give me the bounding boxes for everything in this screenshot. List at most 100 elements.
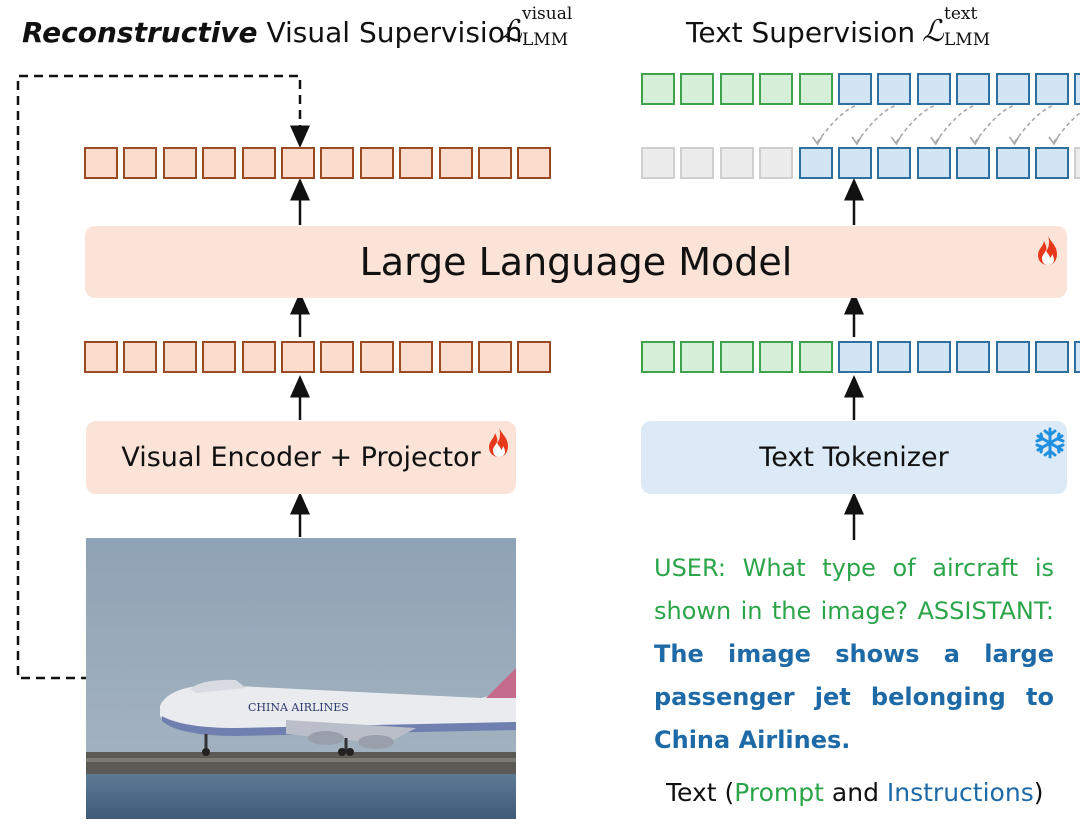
- shift-arrow-head: [890, 136, 902, 146]
- shift-arrow: [935, 105, 974, 143]
- visual-output-token: [202, 147, 237, 179]
- text-output-token: [719, 147, 754, 179]
- text-input-token: [995, 341, 1030, 373]
- shift-arrow: [1013, 105, 1053, 143]
- text-output-token: [759, 147, 794, 179]
- text-input-token: [956, 341, 991, 373]
- text-output-token: [641, 147, 675, 179]
- shift-arrow: [856, 105, 895, 143]
- text-output-token: [877, 147, 912, 179]
- caption-instructions: Instructions: [886, 778, 1034, 807]
- visual-supervision-title: Reconstructive Visual Supervision: [22, 16, 523, 49]
- text-output-token: [995, 147, 1030, 179]
- text-output-token: [798, 147, 833, 179]
- text-target-token: [838, 73, 872, 105]
- visual-output-token: [478, 147, 512, 179]
- llm-label: Large Language Model: [359, 240, 793, 284]
- visual-input-token: [399, 341, 434, 373]
- visual-input-token: [478, 341, 512, 373]
- visual-input-token: [123, 341, 158, 373]
- text-tokenizer-label: Text Tokenizer: [759, 442, 949, 473]
- visual-output-token: [359, 147, 394, 179]
- reconstructive-label: Reconstructive: [22, 16, 258, 49]
- shift-arrow-head: [969, 136, 980, 146]
- next-token-shift-arrows: [811, 105, 1080, 146]
- text-input-token: [719, 341, 754, 373]
- visual-input-token: [162, 341, 197, 373]
- visual-input-token: [202, 341, 237, 373]
- text-output-token: [1035, 147, 1069, 179]
- text-input-token: [1035, 341, 1069, 373]
- shift-arrow-head: [1008, 136, 1020, 146]
- text-target-token: [1074, 73, 1080, 105]
- shift-arrow-head: [851, 136, 862, 146]
- airplane-image: CHINA AIRLINES: [86, 538, 516, 819]
- visual-supervision-label: Visual Supervision: [266, 16, 523, 49]
- text-input-token: [798, 341, 833, 373]
- text-target-token: [877, 73, 912, 105]
- text-target-token: [956, 73, 991, 105]
- shift-arrow: [895, 105, 935, 143]
- text-target-token: [995, 73, 1030, 105]
- text-target-token: [798, 73, 833, 105]
- airline-livery-text: CHINA AIRLINES: [248, 701, 349, 714]
- snowflake-icon: [1035, 427, 1065, 459]
- text-input-token: [838, 341, 872, 373]
- visual-input-token: [359, 341, 394, 373]
- fire-icon: [489, 427, 508, 457]
- fire-icon: [1038, 235, 1057, 265]
- text-tokenizer-box: Text Tokenizer: [641, 421, 1067, 494]
- visual-output-token: [84, 147, 118, 179]
- text-target-token: [759, 73, 794, 105]
- shift-arrow: [816, 105, 856, 143]
- visual-output-token: [281, 147, 315, 179]
- text-input-token: [641, 341, 675, 373]
- visual-output-token: [517, 147, 552, 179]
- visual-encoder-label: Visual Encoder + Projector: [121, 442, 481, 473]
- text-target-token: [1035, 73, 1069, 105]
- text-output-token: [1074, 147, 1080, 179]
- visual-input-token: [281, 341, 315, 373]
- shift-arrow: [974, 105, 1013, 143]
- visual-output-token: [438, 147, 473, 179]
- shift-arrow-head: [811, 136, 823, 146]
- text-output-token: [956, 147, 991, 179]
- visual-input-token: [84, 341, 118, 373]
- shift-arrow-head: [1048, 136, 1059, 146]
- text-target-token: [641, 73, 675, 105]
- text-input-token: [759, 341, 794, 373]
- text-loss-symbol: ℒ text LMM: [922, 4, 991, 50]
- text-input-token: [877, 341, 912, 373]
- user-prompt: USER: What type of aircraft is shown in …: [654, 554, 1054, 625]
- assistant-prefix: ASSISTANT:: [917, 597, 1054, 625]
- text-input-token: [680, 341, 715, 373]
- text-output-token: [680, 147, 715, 179]
- assistant-answer: The image shows a large passenger jet be…: [654, 640, 1054, 754]
- visual-output-token: [399, 147, 434, 179]
- visual-output-token: [241, 147, 276, 179]
- text-supervision-title: Text Supervision: [686, 16, 916, 49]
- dialogue-text: USER: What type of aircraft is shown in …: [654, 547, 1054, 762]
- shift-arrow-head: [930, 136, 941, 146]
- text-output-token: [838, 147, 872, 179]
- visual-input-token: [517, 341, 552, 373]
- visual-input-token: [241, 341, 276, 373]
- visual-output-token: [320, 147, 355, 179]
- visual-output-token: [123, 147, 158, 179]
- reconstruction-dashed-arrow: [16, 74, 310, 680]
- visual-input-token: [320, 341, 355, 373]
- text-input-token: [1074, 341, 1080, 373]
- text-caption: Text (Prompt and Instructions): [666, 778, 1044, 807]
- visual-loss-symbol: ℒ visual LMM: [500, 4, 573, 50]
- caption-prompt: Prompt: [734, 778, 824, 807]
- text-input-token: [916, 341, 951, 373]
- visual-encoder-projector-box: Visual Encoder + Projector: [86, 421, 516, 494]
- text-output-token: [916, 147, 951, 179]
- text-target-token: [680, 73, 715, 105]
- text-target-token: [719, 73, 754, 105]
- large-language-model-box: Large Language Model: [85, 226, 1067, 298]
- visual-output-token: [162, 147, 197, 179]
- text-target-token: [916, 73, 951, 105]
